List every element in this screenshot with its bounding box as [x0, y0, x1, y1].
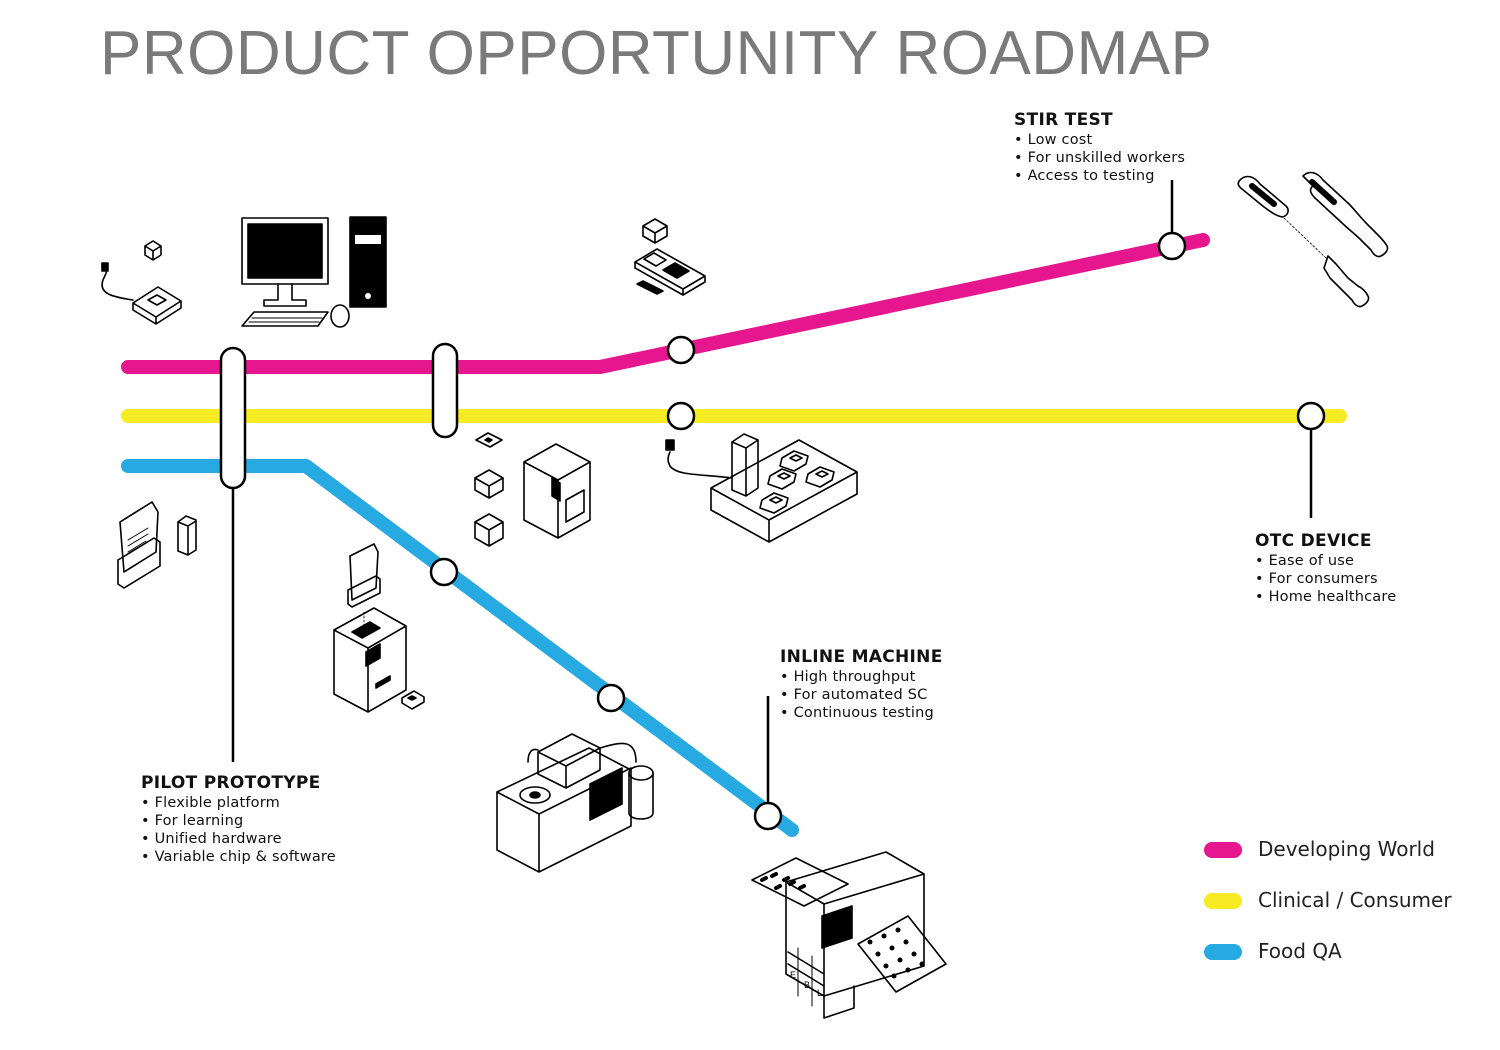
desktop-computer-icon	[241, 216, 387, 328]
pilot-prototype-callout: PILOT PROTOTYPE Flexible platform For le…	[141, 773, 336, 866]
page-title: PRODUCT OPPORTUNITY ROADMAP	[100, 19, 1213, 88]
inline-machine-bullet: High throughput	[780, 668, 943, 686]
handheld-reader-icon	[634, 218, 706, 296]
callout-connectors	[231, 180, 1313, 816]
stir-test-bullet: Access to testing	[1014, 167, 1185, 185]
inline-label-l: L	[817, 988, 822, 998]
otc-device-bullet: Home healthcare	[1255, 588, 1397, 606]
station-food-analyzer	[429, 557, 459, 587]
pilot-prototype-bullet: Unified hardware	[141, 830, 336, 848]
station-clinical-console	[666, 401, 696, 431]
stir-test-bullet: Low cost	[1014, 131, 1185, 149]
legend-swatch	[1204, 842, 1242, 858]
legend-label: Food QA	[1258, 939, 1342, 963]
pilot-prototype-bullet: For learning	[141, 812, 336, 830]
route-lines	[121, 233, 1347, 837]
stations	[219, 231, 1326, 831]
stir-test-devices-icon	[1237, 171, 1389, 308]
interchange-station-pilot	[219, 346, 247, 490]
cabinet-machine-icon	[523, 443, 591, 539]
inline-label-b: B	[804, 980, 810, 990]
inline-machine-bullet: For automated SC	[780, 686, 943, 704]
chip-console-icon	[665, 433, 858, 543]
pilot-prototype-title: PILOT PROTOTYPE	[141, 773, 321, 793]
inline-machine-bullet: Continuous testing	[780, 704, 943, 722]
legend-swatch	[1204, 944, 1242, 960]
bag-analyzer-icon	[333, 543, 425, 713]
illustrations: E B L	[101, 171, 1389, 1019]
otc-device-bullet: For consumers	[1255, 570, 1396, 588]
stir-test-title: STIR TEST	[1014, 110, 1113, 130]
sample-bag-icon	[117, 501, 197, 589]
inline-machine-callout: INLINE MACHINE High throughput For autom…	[780, 647, 943, 722]
inline-machine-title: INLINE MACHINE	[780, 647, 943, 667]
otc-device-callout: OTC DEVICE Ease of use For consumers Hom…	[1255, 531, 1396, 606]
pilot-prototype-bullet: Variable chip & software	[141, 848, 336, 866]
station-otc-device	[1296, 401, 1326, 431]
inline-label-e: E	[790, 970, 796, 980]
otc-device-bullet: Ease of use	[1255, 552, 1396, 570]
small-reader-icon	[101, 240, 182, 325]
station-developing-handheld	[666, 335, 696, 365]
stir-test-callout: STIR TEST Low cost For unskilled workers…	[1014, 110, 1185, 185]
pilot-prototype-bullet: Flexible platform	[141, 794, 336, 812]
food-qa-line	[121, 459, 799, 837]
developing-world-line	[121, 233, 1210, 374]
station-food-bench	[596, 683, 626, 713]
legend-label: Developing World	[1258, 837, 1435, 861]
station-inline-machine	[753, 801, 783, 831]
stir-test-bullet: For unskilled workers	[1014, 149, 1185, 167]
hexagon-chips-icon	[474, 432, 504, 547]
legend-swatch	[1204, 893, 1242, 909]
station-stir-test	[1157, 231, 1187, 261]
lab-bench-machine-icon	[496, 733, 654, 873]
inline-machine-icon: E B L	[751, 851, 947, 1019]
legend-label: Clinical / Consumer	[1258, 888, 1452, 912]
otc-device-title: OTC DEVICE	[1255, 531, 1372, 551]
interchange-station-two	[431, 342, 459, 439]
